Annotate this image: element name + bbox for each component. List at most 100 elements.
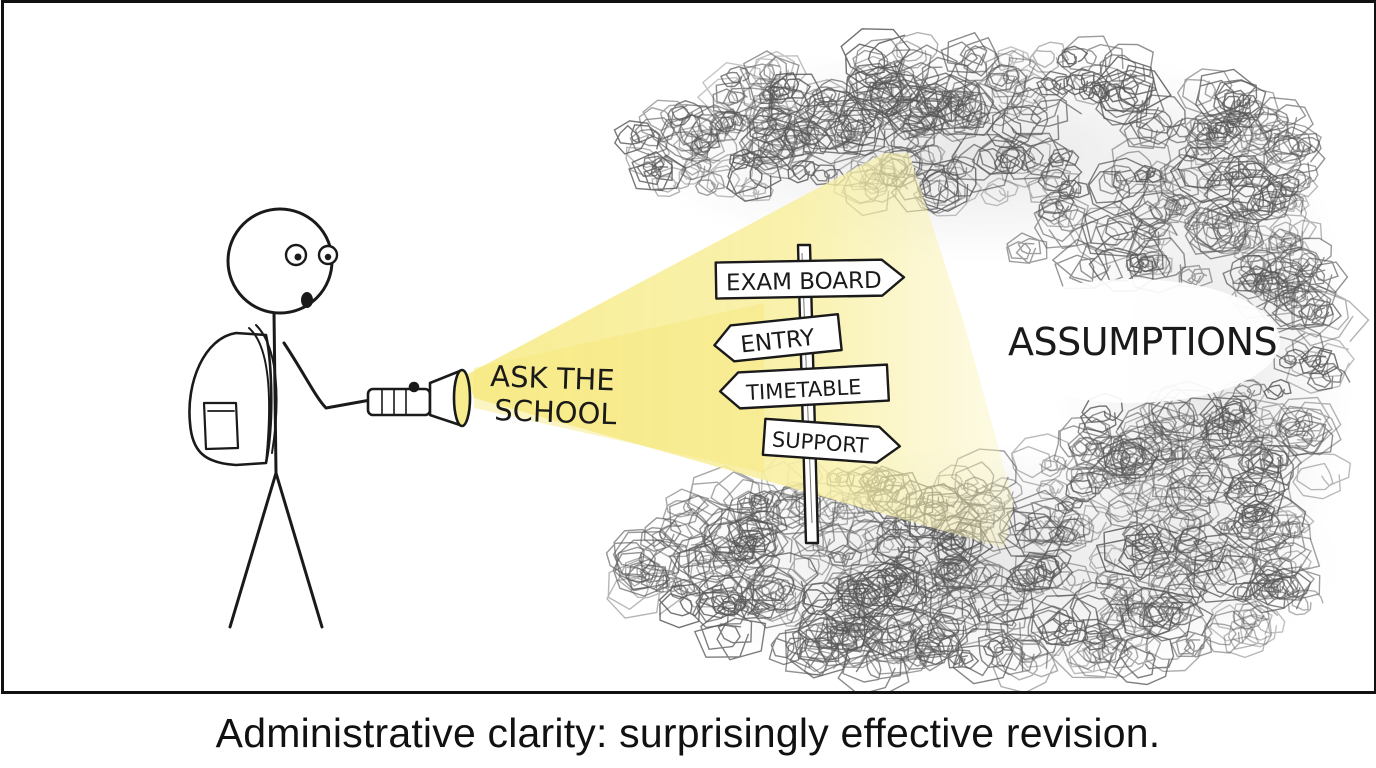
scribble-loop [1246, 190, 1287, 221]
scribble-loop [966, 73, 1025, 127]
scribble-loop [764, 483, 837, 538]
scribble-loop [789, 616, 872, 679]
scribble-loop [1035, 548, 1072, 579]
scribble-loop [1184, 112, 1255, 163]
scribble-loop [1145, 611, 1213, 673]
scribble-loop [1138, 595, 1184, 624]
scribble-loop [1081, 622, 1124, 651]
scribble-loop [699, 508, 776, 565]
scribble-loop [893, 610, 947, 653]
scribble-loop [1279, 237, 1333, 278]
scribble-loop [840, 28, 911, 89]
scribble-loop [1170, 630, 1213, 658]
scribble-loop [1272, 396, 1342, 445]
scribble-loop [1174, 524, 1243, 575]
scribble-loop [797, 597, 857, 650]
scribble-loop [1133, 164, 1164, 184]
scribble-loop [639, 517, 682, 553]
scribble-loop [1280, 194, 1310, 213]
scribble-loop [1259, 496, 1315, 539]
scribble-loop [680, 152, 721, 181]
scribble-loop [714, 110, 753, 133]
scribble-loop [838, 92, 896, 131]
scribble-loop [947, 649, 980, 670]
scribble-loop [1268, 246, 1323, 288]
scribble-loop [1121, 587, 1184, 640]
scribble-loop [1236, 520, 1266, 539]
scribble-loop [891, 31, 939, 69]
scribble-loop [982, 635, 1014, 658]
scribble-loop [737, 565, 809, 623]
scribble-loop [1195, 443, 1221, 464]
scribble-loop [1057, 496, 1085, 515]
scribble-loop [686, 465, 763, 527]
scribble-loop [952, 628, 1024, 685]
scribble-loop [660, 104, 723, 152]
scribble-loop [1005, 560, 1056, 593]
scribble-loop [1209, 595, 1273, 642]
scribble-loop [924, 90, 960, 114]
scribble-loop [1253, 557, 1293, 589]
scribble-loop [1129, 191, 1178, 235]
scribble-loop [1010, 76, 1069, 125]
scribble-loop [1101, 607, 1151, 652]
scribble-loop [1023, 515, 1079, 559]
scribble-loop [1199, 415, 1252, 449]
scribble-loop [1115, 402, 1177, 452]
scribble-loop [804, 87, 858, 131]
scribble-loop [678, 159, 712, 185]
scribble-loop [1128, 545, 1193, 593]
comic-caption: Administrative clarity: surprisingly eff… [215, 710, 1161, 756]
scribble-loop [1056, 45, 1089, 68]
scribble-loop [1263, 378, 1292, 401]
scribble-loop [787, 160, 820, 184]
scribble-loop [1195, 68, 1267, 125]
scribble-loop [1081, 199, 1158, 257]
scribble-loop [1010, 433, 1074, 488]
scribble-loop [1232, 379, 1270, 402]
scribble-loop [1112, 422, 1184, 482]
scribble-loop [1114, 593, 1147, 615]
scribble-loop [832, 567, 863, 590]
scribble-loop [954, 45, 1001, 82]
scribble-loop [758, 85, 790, 105]
scribble-loop [833, 580, 892, 617]
scribble-loop [1266, 193, 1298, 218]
scribble-loop [664, 494, 740, 553]
scribble-loop [893, 549, 928, 575]
scribble-loop [1292, 452, 1352, 500]
scribble-loop [999, 597, 1075, 661]
scribble-loop [636, 155, 673, 178]
scribble-loop [1163, 193, 1198, 218]
scribble-loop [668, 535, 718, 578]
scribble-loop [1232, 581, 1262, 603]
scribble-loop [1069, 581, 1129, 635]
scribble-loop [1099, 69, 1155, 126]
scribble-loop [748, 552, 819, 611]
scribble-loop [1298, 346, 1339, 377]
flashlight-icon [366, 368, 472, 428]
scribble-loop [805, 99, 883, 156]
scribble-loop [1088, 544, 1133, 575]
scribble-loop [1037, 610, 1089, 647]
scribble-loop [1035, 478, 1071, 502]
comic-scene: ASK THE SCHOOL EXAM BOARD ENTRY [188, 28, 1370, 691]
scribble-loop [1178, 508, 1213, 533]
stick-figure [188, 207, 378, 629]
scribble-loop [617, 555, 669, 592]
scribble-loop [1190, 141, 1233, 175]
scribble-loop [1139, 385, 1192, 434]
scribble-loop [1248, 417, 1291, 446]
scribble-loop [712, 80, 757, 115]
scribble-loop [1099, 43, 1154, 91]
scribble-loop [1129, 538, 1191, 578]
scribble-loop [878, 98, 947, 154]
scribble-loop [1056, 497, 1120, 548]
scribble-loop [1150, 488, 1220, 542]
scribble-loop [1211, 119, 1243, 140]
scribble-loop [778, 601, 816, 628]
scribble-loop [1214, 201, 1255, 231]
scribble-loop [1095, 596, 1158, 653]
scribble-loop [1223, 614, 1273, 659]
scribble-loop [828, 616, 885, 669]
